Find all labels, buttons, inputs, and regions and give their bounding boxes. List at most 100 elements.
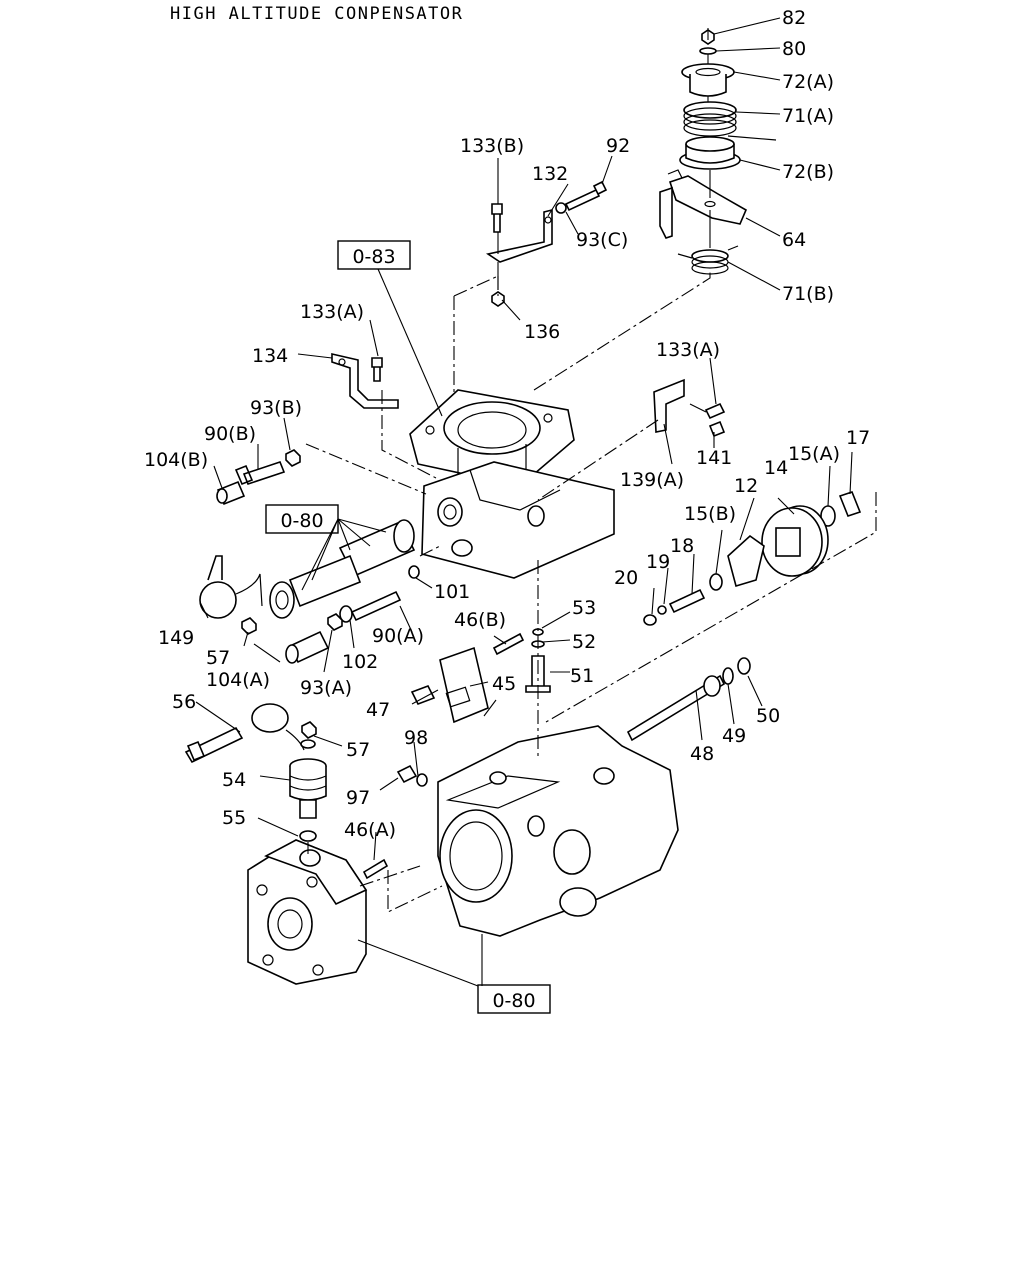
screw-90a (350, 590, 402, 622)
label-17: 17 (846, 427, 870, 449)
gear-14 (761, 505, 829, 577)
label-104b: 104(B) (144, 449, 208, 471)
lever-64 (659, 169, 748, 239)
label-14: 14 (764, 457, 788, 479)
solenoid-54 (289, 758, 327, 819)
label-71b: 71(B) (782, 283, 834, 305)
label-15a: 15(A) (788, 443, 840, 465)
spring-71b (677, 245, 739, 275)
label-45: 45 (492, 673, 516, 695)
bolt-133a-left (371, 357, 383, 382)
center-parts (410, 628, 551, 724)
label-55: 55 (222, 807, 246, 829)
label-133a-right: 133(A) (656, 339, 720, 361)
label-93b: 93(B) (250, 397, 302, 419)
sensor-149 (199, 555, 263, 635)
pump-housing (396, 725, 679, 937)
plug-97 (396, 764, 418, 784)
label-19: 19 (646, 551, 670, 573)
label-90b: 90(B) (204, 423, 256, 445)
nut-57-lower (301, 721, 317, 739)
solenoid-assembly (184, 703, 389, 880)
nut-57-upper (241, 617, 257, 635)
label-136: 136 (524, 321, 560, 343)
ref-0-83: 0-83 (352, 246, 395, 268)
label-57-upper: 57 (206, 647, 230, 669)
washer-98 (416, 773, 428, 787)
leader-lines (195, 17, 853, 861)
cover-72b (679, 136, 741, 170)
bracket-134 (331, 352, 399, 409)
label-18: 18 (670, 535, 694, 557)
label-48: 48 (690, 743, 714, 765)
upper-housing (409, 389, 615, 579)
cover-45 (439, 646, 489, 724)
clip-19 (657, 605, 667, 615)
label-57-lower: 57 (346, 739, 370, 761)
part-labels: 82 80 72(A) 71(A) 72(B) 64 71(B) 133(B) … (144, 7, 870, 841)
label-97: 97 (346, 787, 370, 809)
left-screw-set (216, 449, 301, 506)
label-71a: 71(A) (782, 105, 834, 127)
oring-55 (299, 830, 317, 842)
ref-0-80-lower: 0-80 (492, 990, 535, 1012)
oring-101 (408, 565, 420, 579)
label-51: 51 (570, 665, 594, 687)
label-50: 50 (756, 705, 780, 727)
ref-0-80-upper: 0-80 (280, 510, 323, 532)
drive-shaft (626, 657, 751, 742)
label-101: 101 (434, 581, 470, 603)
shaft-48 (626, 674, 726, 742)
diagram-title: HIGH ALTITUDE CONPENSATOR (170, 4, 464, 24)
timer-piston (269, 519, 420, 664)
washer-15b (709, 573, 723, 591)
label-90a: 90(A) (372, 625, 424, 647)
distributor-head (247, 839, 368, 985)
compensator-assembly (659, 28, 777, 275)
label-102: 102 (342, 651, 378, 673)
label-141: 141 (696, 447, 732, 469)
bolt-133b (491, 203, 503, 233)
cam-assembly (643, 491, 862, 626)
washer-102 (339, 605, 353, 623)
label-104a: 104(A) (206, 669, 270, 691)
washer-50 (737, 657, 751, 675)
label-132: 132 (532, 163, 568, 185)
pin-18 (668, 588, 706, 614)
label-64: 64 (782, 229, 806, 251)
bolt-133a-right (704, 402, 726, 420)
label-54: 54 (222, 769, 246, 791)
label-98: 98 (404, 727, 428, 749)
oring-49 (722, 667, 734, 685)
label-93a: 93(A) (300, 677, 352, 699)
reference-box-0-80-upper: 0-80 (265, 504, 387, 591)
label-12: 12 (734, 475, 758, 497)
spring-46b (492, 632, 525, 656)
assembly-lines (305, 270, 877, 913)
spring-46a (362, 858, 389, 880)
label-134: 134 (252, 345, 288, 367)
cap-20 (643, 614, 657, 626)
label-46a: 46(A) (344, 819, 396, 841)
label-93c: 93(C) (576, 229, 628, 251)
screw-90b (234, 461, 286, 486)
label-47: 47 (366, 699, 390, 721)
nut-93a (327, 613, 343, 631)
nut-93b (285, 449, 301, 467)
screw-92 (564, 180, 608, 212)
label-82: 82 (782, 7, 806, 29)
label-52: 52 (572, 631, 596, 653)
spring-71a (683, 101, 777, 141)
label-72a: 72(A) (782, 71, 834, 93)
label-133a-left: 133(A) (300, 301, 364, 323)
plug-47 (410, 684, 436, 706)
label-49: 49 (722, 725, 746, 747)
washer-80 (699, 47, 717, 55)
reference-box-0-83: 0-83 (337, 240, 443, 417)
label-20: 20 (614, 567, 638, 589)
roller-12 (727, 534, 765, 588)
label-56: 56 (172, 691, 196, 713)
label-15b: 15(B) (684, 503, 736, 525)
label-92: 92 (606, 135, 630, 157)
